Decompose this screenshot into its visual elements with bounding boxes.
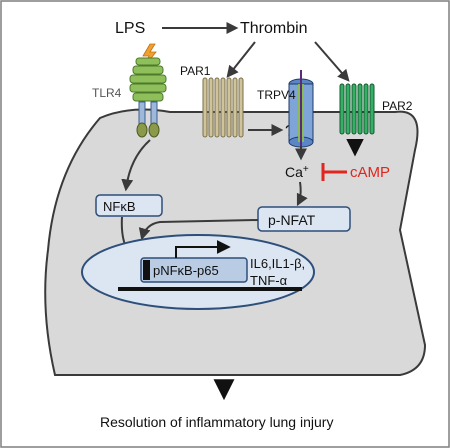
camp-label: cAMP (350, 164, 390, 181)
tlr4-receptor-icon (129, 57, 167, 138)
par2-label: PAR2 (382, 99, 413, 113)
pnfkb-label: pNFκB-p65 (153, 263, 219, 278)
pnfat-to-nucleus-arrow (138, 219, 259, 241)
camp-inhibition (321, 163, 347, 181)
promoter-block (143, 260, 150, 280)
transcription-arrow (175, 240, 231, 258)
thrombin-label: Thrombin (240, 20, 308, 37)
cytokines-line2: TNF-α (250, 273, 288, 288)
ca-to-pnfat-arrow (296, 181, 308, 207)
lps-label: LPS (115, 20, 145, 37)
par1-receptor-icon (202, 77, 244, 138)
tlr4-to-nfkb-arrow (121, 139, 151, 192)
outcome-label: Resolution of inflammatory lung injury (100, 414, 333, 430)
par1-label: PAR1 (180, 64, 211, 78)
calcium-label: Ca+ (285, 164, 309, 180)
thrombin-to-par2-arrow (314, 41, 350, 82)
tlr4-label: TLR4 (92, 86, 122, 100)
thrombin-to-par1-arrow (226, 41, 256, 78)
trpv4-channel-icon (288, 70, 314, 150)
nfkb-label: NFκB (103, 199, 136, 214)
calcium-superscript: + (303, 164, 309, 175)
pnfat-box (257, 206, 351, 232)
pnfat-label: p-NFAT (268, 212, 316, 228)
trpv4-label: TRPV4 (257, 88, 296, 102)
pnfkb-box (140, 257, 248, 283)
nfkb-box (95, 194, 163, 217)
par2-receptor-icon (339, 83, 375, 135)
cytokines-line1: IL6,IL1-β, (250, 256, 305, 271)
